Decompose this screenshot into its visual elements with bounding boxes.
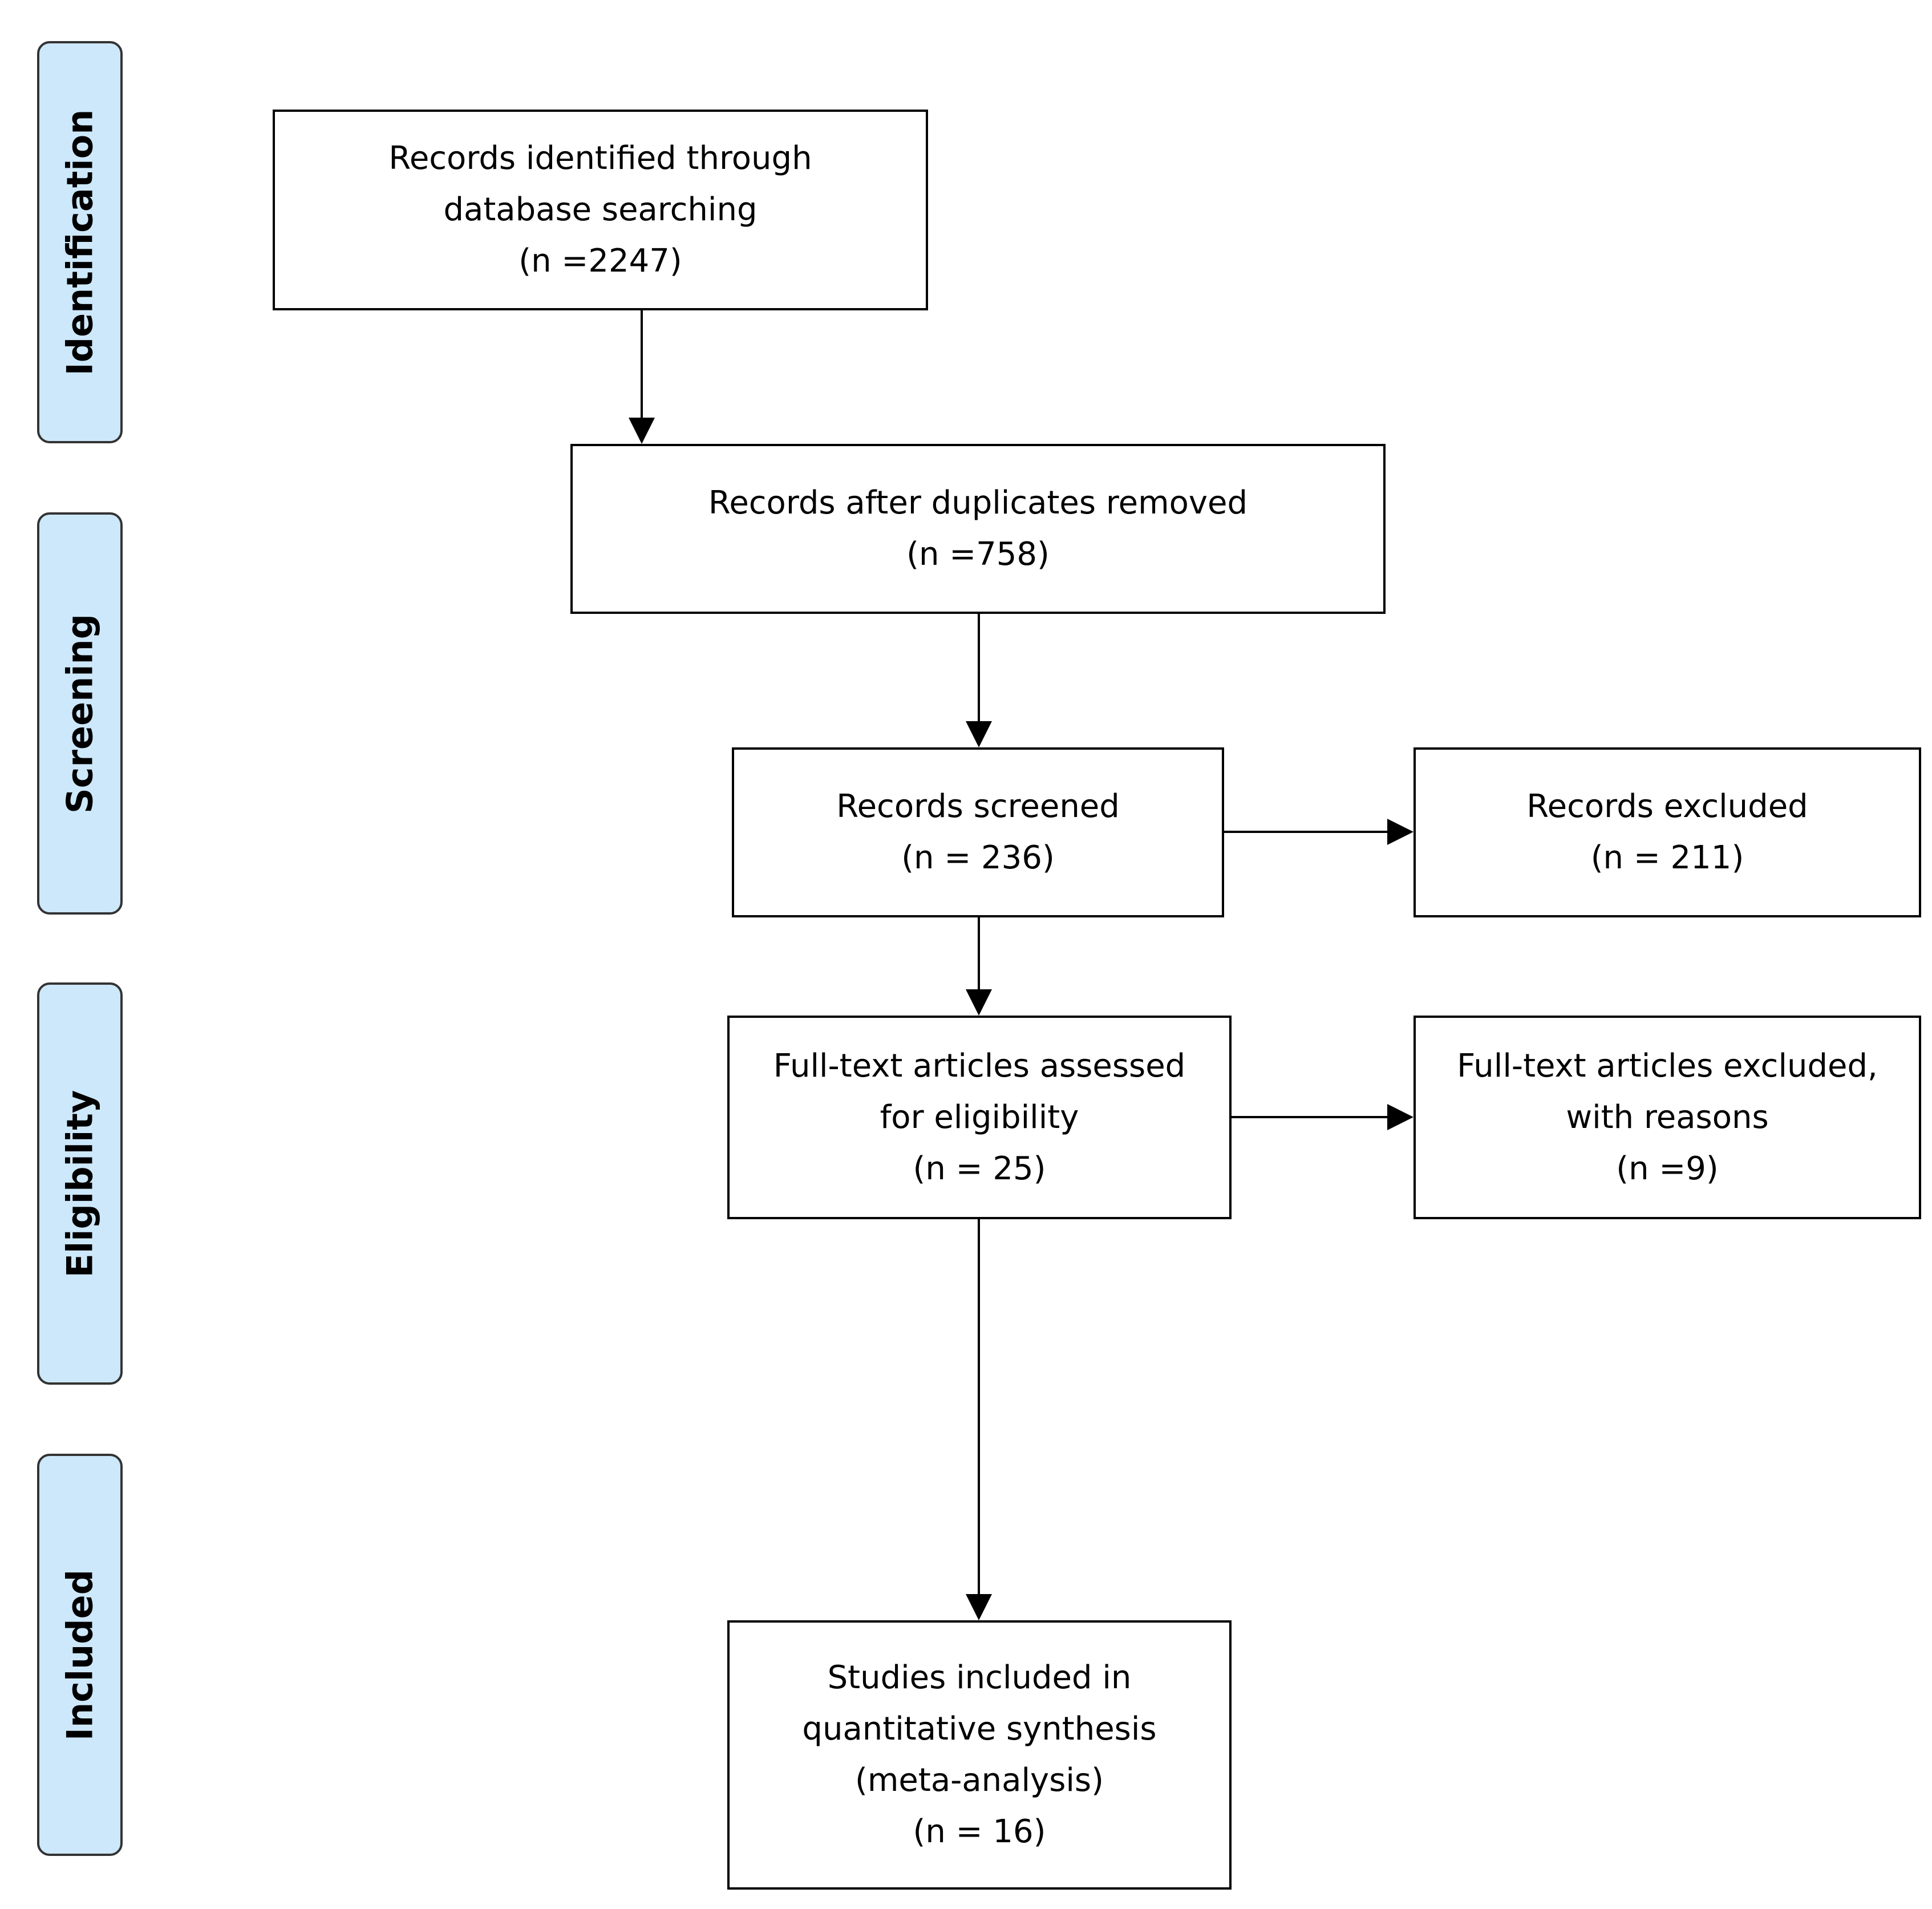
fulltext-assessed-line-2: for eligibility bbox=[880, 1098, 1079, 1136]
phase-included: Included bbox=[37, 1454, 123, 1856]
arrowhead-deduplicated-to-screened bbox=[966, 721, 992, 747]
fulltext-excluded-line-1: Full-text articles excluded, bbox=[1457, 1047, 1878, 1085]
fulltext-excluded-line-2: with reasons bbox=[1566, 1098, 1769, 1136]
records-identified-line-2: database searching bbox=[443, 191, 758, 228]
records-identified-line-1: Records identified through bbox=[388, 140, 812, 177]
fulltext-assessed-line-1: Full-text articles assessed bbox=[773, 1047, 1186, 1085]
records-screened-line-1: Records screened bbox=[836, 788, 1120, 825]
phase-identification: Identification bbox=[37, 41, 123, 443]
box-records-excluded: Records excluded (n = 211) bbox=[1413, 747, 1921, 917]
box-fulltext-assessed: Full-text articles assessed for eligibil… bbox=[727, 1016, 1232, 1219]
fulltext-excluded-count: (n =9) bbox=[1616, 1150, 1719, 1187]
records-screened-count: (n = 236) bbox=[901, 839, 1055, 876]
box-records-screened: Records screened (n = 236) bbox=[732, 747, 1224, 917]
arrowhead-fulltext-to-included bbox=[966, 1594, 992, 1620]
arrowhead-screened-to-fulltext bbox=[966, 989, 992, 1016]
phase-screening: Screening bbox=[37, 512, 123, 915]
studies-included-line-3: (meta-analysis) bbox=[855, 1762, 1104, 1799]
studies-included-count: (n = 16) bbox=[913, 1813, 1046, 1850]
box-records-identified: Records identified through database sear… bbox=[273, 110, 928, 310]
records-identified-count: (n =2247) bbox=[519, 242, 682, 280]
box-studies-included: Studies included in quantitative synthes… bbox=[727, 1620, 1232, 1890]
box-records-after-duplicates: Records after duplicates removed (n =758… bbox=[570, 444, 1386, 614]
studies-included-line-1: Studies included in bbox=[827, 1659, 1132, 1696]
records-after-duplicates-line-1: Records after duplicates removed bbox=[708, 484, 1248, 521]
arrowhead-identified-to-deduplicated bbox=[629, 418, 655, 444]
arrowhead-fulltext-to-excluded bbox=[1387, 1104, 1413, 1130]
phase-eligibility: Eligibility bbox=[37, 982, 123, 1385]
box-fulltext-excluded: Full-text articles excluded, with reason… bbox=[1413, 1016, 1921, 1219]
fulltext-assessed-count: (n = 25) bbox=[913, 1150, 1046, 1187]
arrowhead-screened-to-excluded bbox=[1387, 819, 1413, 845]
records-excluded-count: (n = 211) bbox=[1590, 839, 1744, 876]
records-excluded-line-1: Records excluded bbox=[1526, 788, 1808, 825]
records-after-duplicates-count: (n =758) bbox=[906, 536, 1050, 573]
studies-included-line-2: quantitative synthesis bbox=[802, 1710, 1157, 1748]
